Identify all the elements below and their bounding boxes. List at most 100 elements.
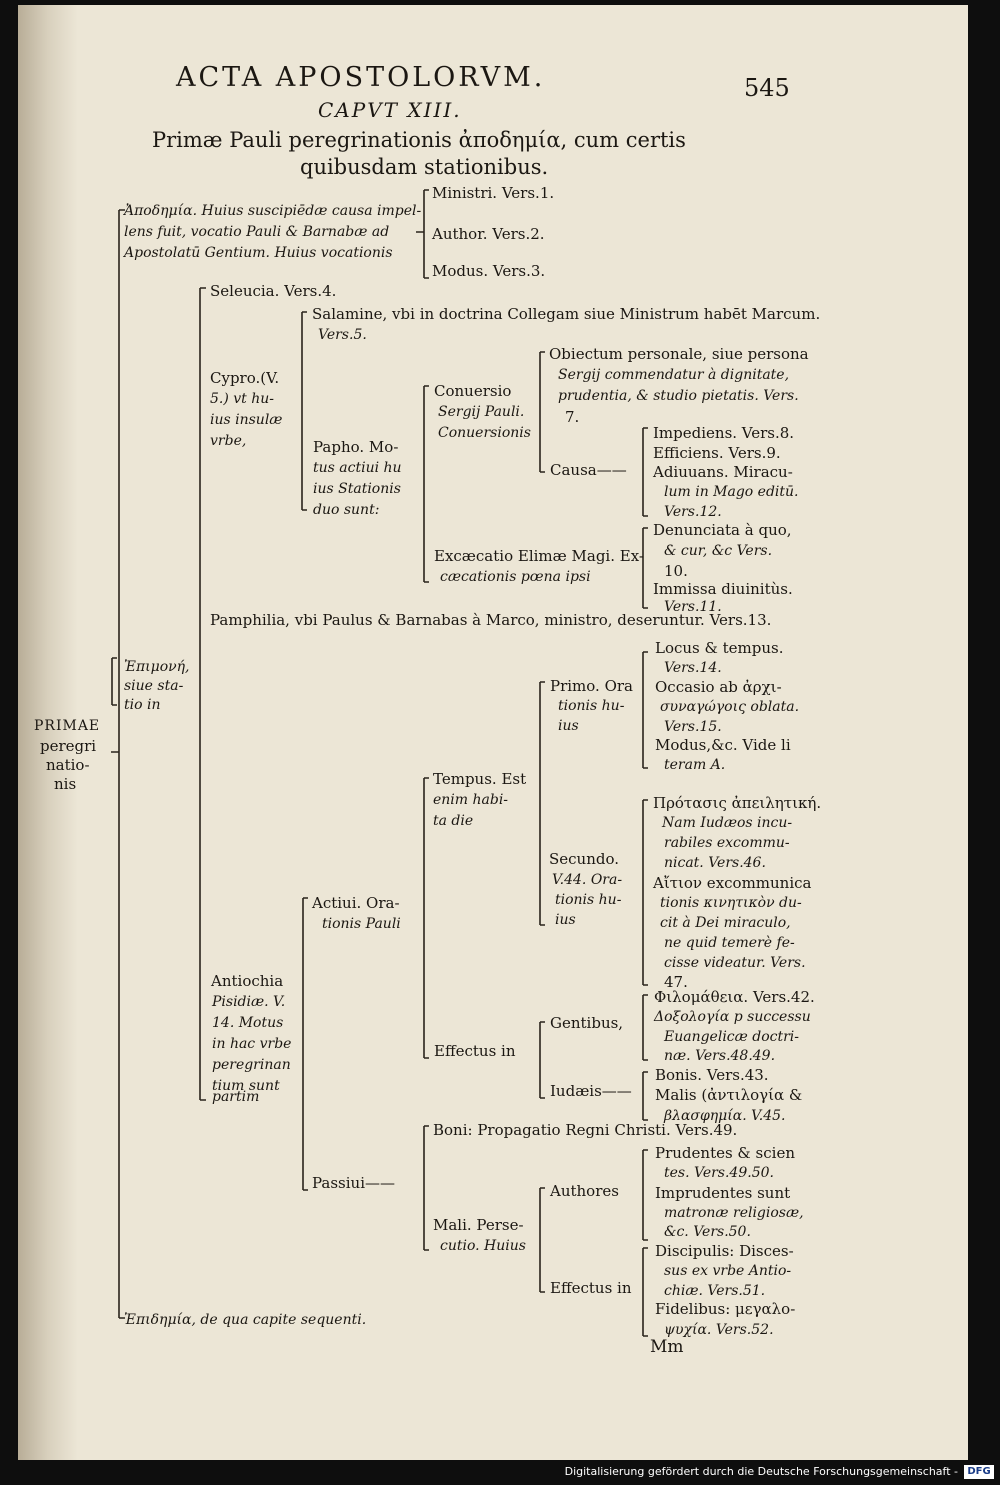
papho-label: ius Stationis <box>313 481 401 497</box>
occasio-entry: Vers.15. <box>664 719 722 735</box>
ministri-entry: Ministri. Vers.1. <box>432 184 555 202</box>
obiectum-entry: Sergij commendatur à dignitate, <box>558 367 790 383</box>
antiochia-label: 14. Motus <box>212 1015 284 1031</box>
excaecatio-label: cæcationis pœna ipsi <box>440 569 591 585</box>
chapter-heading: CAPVT XIII. <box>318 98 462 122</box>
page-title-line-2: quibusdam stationibus. <box>300 155 549 179</box>
epimone-label: siue sta- <box>124 678 184 694</box>
cypro-label: Cypro.(V. <box>210 369 280 387</box>
protasis-entry: nicat. Vers.46. <box>664 855 766 871</box>
discipulis-entry: sus ex vrbe Antio- <box>664 1263 792 1279</box>
malis-entry: Malis (ἀντιλογία & <box>655 1086 803 1104</box>
antiochia-label: tium sunt <box>212 1078 280 1094</box>
obiectum-entry: Obiectum personale, siue persona <box>549 345 809 363</box>
papho-label: duo sunt: <box>313 502 380 518</box>
authores-label: Authores <box>550 1182 619 1200</box>
primo-label: Primo. Ora <box>550 677 633 695</box>
protasis-entry: Πρότασις ἀπειλητική. <box>653 794 822 812</box>
conuersio-label: Sergij Pauli. <box>438 404 525 420</box>
conuersio-label: Conuersionis <box>438 425 531 441</box>
pamphilia-entry: Pamphilia, vbi Paulus & Barnabas à Marco… <box>210 611 772 629</box>
root-label: peregri <box>40 737 97 755</box>
tempus-label: Tempus. Est <box>433 770 527 788</box>
epimone-label: tio in <box>124 697 161 713</box>
denunciata-entry: & cur, &c Vers. <box>664 543 773 559</box>
occasio-entry: συναγώγοις oblata. <box>660 699 800 715</box>
effectus-label-2: Effectus in <box>550 1279 632 1297</box>
bonis-entry: Bonis. Vers.43. <box>655 1066 769 1084</box>
adiuuans-entry: Adiuuans. Miracu- <box>653 463 793 481</box>
prudentes-entry: Prudentes & scien <box>655 1144 795 1162</box>
page-title-line-1: Primæ Pauli peregrinationis ἀποδημία, cu… <box>152 128 686 152</box>
mali-label: Mali. Perse- <box>433 1216 524 1234</box>
modus-entry-2: teram A. <box>664 757 726 773</box>
occasio-entry: Occasio ab ἀρχι- <box>655 678 782 696</box>
adiuuans-entry: lum in Mago editū. <box>664 484 799 500</box>
imprudentes-entry: Imprudentes sunt <box>655 1184 791 1202</box>
seleucia-entry: Seleucia. Vers.4. <box>210 282 337 300</box>
page-number: 545 <box>744 74 790 102</box>
epidemia-entry: Ἐπιδημία, de qua capite sequenti. <box>124 1312 367 1328</box>
aition-entry: ne quid temerè fe- <box>664 935 795 951</box>
author-entry: Author. Vers.2. <box>432 225 545 243</box>
malis-entry: βλασφημία. V.45. <box>664 1108 786 1124</box>
aition-entry: Αἴτιον excommunica <box>653 874 812 892</box>
passiui-label: Passiui—— <box>312 1174 396 1192</box>
antiochia-label: partim <box>212 1089 260 1105</box>
antiochia-label: in hac vrbe <box>212 1036 292 1052</box>
gentibus-entry: Δοξολογία p successu <box>654 1009 811 1025</box>
tempus-label: ta die <box>433 813 474 829</box>
iudaeis-label: Iudæis—— <box>550 1082 632 1100</box>
papho-label: Papho. Mo- <box>313 438 399 456</box>
signature-mark: Mm <box>650 1337 684 1357</box>
apodemia-text: lens fuit, vocatio Pauli & Barnabæ ad <box>124 224 390 240</box>
salamine-entry: Salamine, vbi in doctrina Collegam siue … <box>312 305 821 323</box>
funding-notice: Digitalisierung gefördert durch die Deut… <box>564 1465 958 1478</box>
primo-label: tionis hu- <box>558 698 625 714</box>
imprudentes-entry: &c. Vers.50. <box>664 1224 751 1240</box>
discipulis-entry: chiæ. Vers.51. <box>664 1283 766 1299</box>
obiectum-entry: prudentia, & studio pietatis. Vers. <box>558 388 799 404</box>
denunciata-entry: 10. <box>664 562 688 580</box>
modus-entry-2: Modus,&c. Vide li <box>655 736 791 754</box>
salamine-entry: Vers.5. <box>318 327 367 343</box>
aition-entry: 47. <box>664 973 688 991</box>
gentibus-entry: næ. Vers.48.49. <box>664 1048 776 1064</box>
mali-label: cutio. Huius <box>440 1238 526 1254</box>
page-gutter-shadow <box>18 5 78 1460</box>
cypro-label: 5.) vt hu- <box>210 391 275 407</box>
secundo-label: V.44. Ora- <box>552 872 623 888</box>
actiui-label: Actiui. Ora- <box>312 894 400 912</box>
running-title: ACTA APOSTOLORVM. <box>176 62 546 93</box>
dfg-logo: DFG <box>964 1465 994 1479</box>
denunciata-entry: Denunciata à quo, <box>653 521 792 539</box>
conuersio-label: Conuersio <box>434 382 512 400</box>
papho-label: tus actiui hu <box>313 460 402 476</box>
antiochia-label: peregrinan <box>212 1057 291 1073</box>
cypro-label: vrbe, <box>210 433 247 449</box>
protasis-entry: rabiles excommu- <box>664 835 790 851</box>
root-label: nis <box>54 775 77 793</box>
book-page <box>18 5 968 1460</box>
boni-entry: Boni: Propagatio Regni Christi. Vers.49. <box>433 1121 738 1139</box>
apodemia-text: Ἀποδημία. Huius suscipiēdæ causa impel- <box>124 203 422 219</box>
antiochia-label: Antiochia <box>211 972 284 990</box>
gentibus-entry: Euangelicæ doctri- <box>664 1029 800 1045</box>
secundo-label: Secundo. <box>549 850 620 868</box>
aition-entry: cit à Dei miraculo, <box>660 915 791 931</box>
protasis-entry: Nam Iudæos incu- <box>662 815 793 831</box>
adiuuans-entry: Vers.12. <box>664 504 722 520</box>
root-label: natio- <box>46 756 90 774</box>
footer-bar: Digitalisierung gefördert durch die Deut… <box>0 1460 1000 1485</box>
actiui-label: tionis Pauli <box>322 916 401 932</box>
antiochia-label: Pisidiæ. V. <box>212 994 286 1010</box>
aition-entry: tionis κινητικὸν du- <box>660 895 802 911</box>
impediens-entry: Impediens. Vers.8. <box>653 424 795 442</box>
excaecatio-label: Excæcatio Elimæ Magi. Ex- <box>434 547 644 565</box>
apodemia-text: Apostolatū Gentium. Huius vocationis <box>124 245 393 261</box>
gentibus-entry: Φιλομάθεια. Vers.42. <box>654 988 815 1006</box>
locus-entry: Locus & tempus. <box>655 639 784 657</box>
immissa-entry: Vers.11. <box>664 599 722 615</box>
imprudentes-entry: matronæ religiosæ, <box>664 1205 804 1221</box>
